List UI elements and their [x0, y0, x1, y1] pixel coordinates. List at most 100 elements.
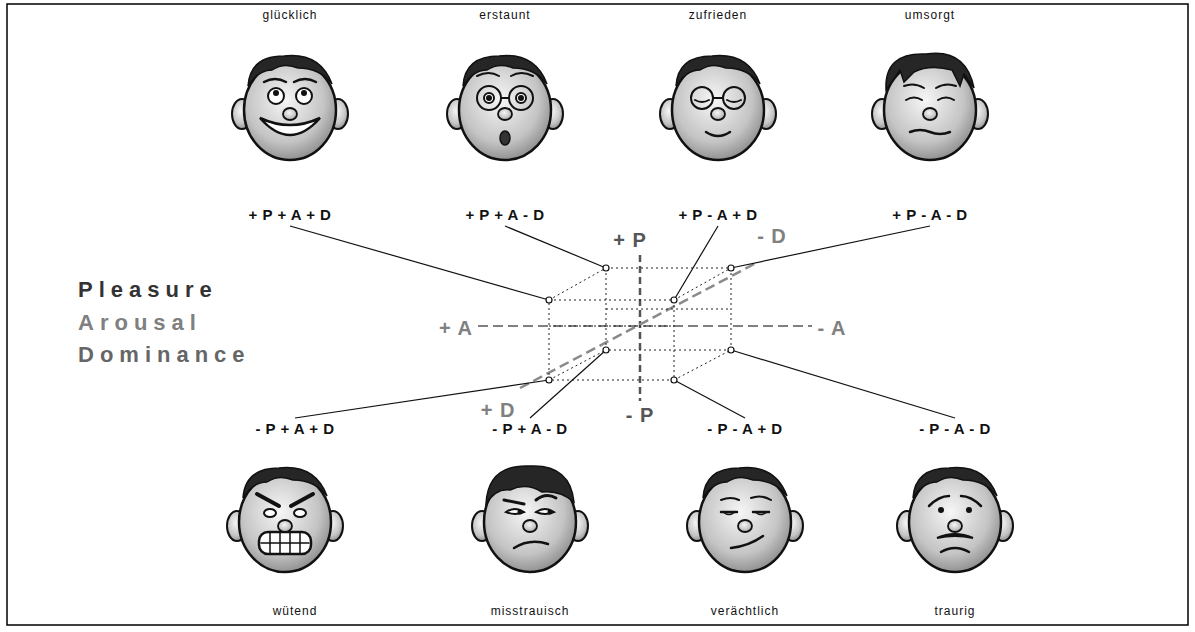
pad-code: - P + A - D [470, 420, 590, 438]
teeth [289, 533, 291, 553]
cube-vertex [671, 297, 677, 303]
mouth [941, 548, 969, 552]
glasses [691, 87, 713, 109]
eyebrow [504, 500, 524, 504]
eye [966, 507, 972, 513]
emotion-name: zufrieden [658, 6, 778, 24]
glasses [501, 97, 509, 99]
eyebrow [294, 79, 316, 82]
nose [948, 520, 962, 532]
cube-edge [731, 268, 732, 350]
pad-code: + P + A + D [230, 206, 350, 224]
emotion-face: - P + A - D misstrauisch [470, 420, 590, 620]
nose [283, 108, 297, 120]
cube-vertex [603, 347, 609, 353]
glasses [509, 86, 533, 110]
pad-code: - P - A - D [895, 420, 1015, 438]
arousal-axis [478, 325, 812, 327]
pupil [518, 510, 523, 515]
frame-border [7, 4, 1188, 625]
closed-eye [695, 100, 709, 102]
emotion-name: glücklich [230, 6, 350, 24]
axis-label: + A [439, 316, 473, 340]
hair [703, 468, 787, 498]
eyebrow [936, 84, 956, 88]
glasses [723, 87, 745, 109]
mouth [259, 532, 311, 554]
cube-edge [674, 350, 731, 380]
eye [516, 93, 526, 103]
eyebrow [264, 79, 286, 82]
axis-label: - P [626, 403, 655, 427]
half-closed-eye [723, 512, 735, 515]
hair [913, 468, 997, 498]
cube-vertex [728, 347, 734, 353]
mustache [937, 534, 973, 538]
emotion-name: misstrauisch [470, 602, 590, 620]
pupil [273, 90, 279, 96]
pad-code: + P - A + D [658, 206, 778, 224]
pad-code: - P + A + D [235, 420, 355, 438]
cube-edge [606, 350, 731, 351]
pupil [486, 95, 492, 101]
face-illustration [232, 56, 348, 160]
axis-label: + P [613, 228, 647, 252]
nose [498, 108, 512, 120]
emotion-face: glücklich + P + A + D [230, 6, 350, 224]
pad-code: - P - A + D [685, 420, 805, 438]
closed-eye [906, 98, 922, 101]
nose [923, 108, 937, 120]
cube-edge [674, 300, 675, 380]
hair [463, 56, 547, 86]
leader-line [505, 226, 606, 268]
eye [296, 88, 312, 104]
mouth [514, 542, 548, 548]
nose [711, 108, 725, 120]
pupil [301, 90, 307, 96]
face-illustration [872, 53, 988, 160]
pupil [548, 510, 553, 515]
emotion-face: - P - A + D verächtlich [685, 420, 805, 620]
nose [738, 520, 752, 532]
emotion-face: erstaunt+ P + A - D [445, 6, 565, 224]
teeth [279, 533, 281, 553]
axis-label: + D [481, 398, 516, 422]
eye [294, 509, 306, 517]
pupil [518, 95, 524, 101]
emotion-face: umsorgt+ P - A - D [870, 6, 990, 224]
nose [523, 520, 537, 532]
hair [676, 56, 760, 86]
emotion-face: zufrieden + P - A + D [658, 6, 778, 224]
half-closed-eye [755, 512, 767, 515]
leader-line [530, 350, 606, 418]
emotion-name: verächtlich [685, 602, 805, 620]
emotion-face: - P - A - D traurig [895, 420, 1015, 620]
teeth [299, 533, 301, 553]
axis-label: - D [757, 224, 787, 248]
face-illustration [687, 468, 803, 572]
leader-line [290, 226, 549, 300]
cube-edge [674, 268, 731, 300]
teeth [261, 542, 309, 544]
emotion-name: traurig [895, 602, 1015, 620]
cube-vertex [603, 265, 609, 271]
face-illustration [660, 56, 776, 160]
emotion-name: erstaunt [445, 6, 565, 24]
cube-edge [606, 309, 731, 310]
eye [506, 509, 524, 514]
cube-vertex [728, 265, 734, 271]
eyebrow [257, 494, 279, 506]
mouth [731, 536, 763, 548]
axis-title: Arousal [78, 311, 202, 335]
axis-label: - A [818, 316, 847, 340]
closed-eye [727, 100, 741, 102]
glasses [713, 97, 723, 99]
eyebrow [961, 496, 981, 506]
teeth [269, 533, 271, 553]
eyebrow [929, 496, 949, 506]
mouth [706, 132, 730, 136]
eye [264, 509, 276, 517]
cube-vertex [546, 377, 552, 383]
face-illustration [447, 56, 563, 160]
eyebrow [536, 495, 556, 500]
